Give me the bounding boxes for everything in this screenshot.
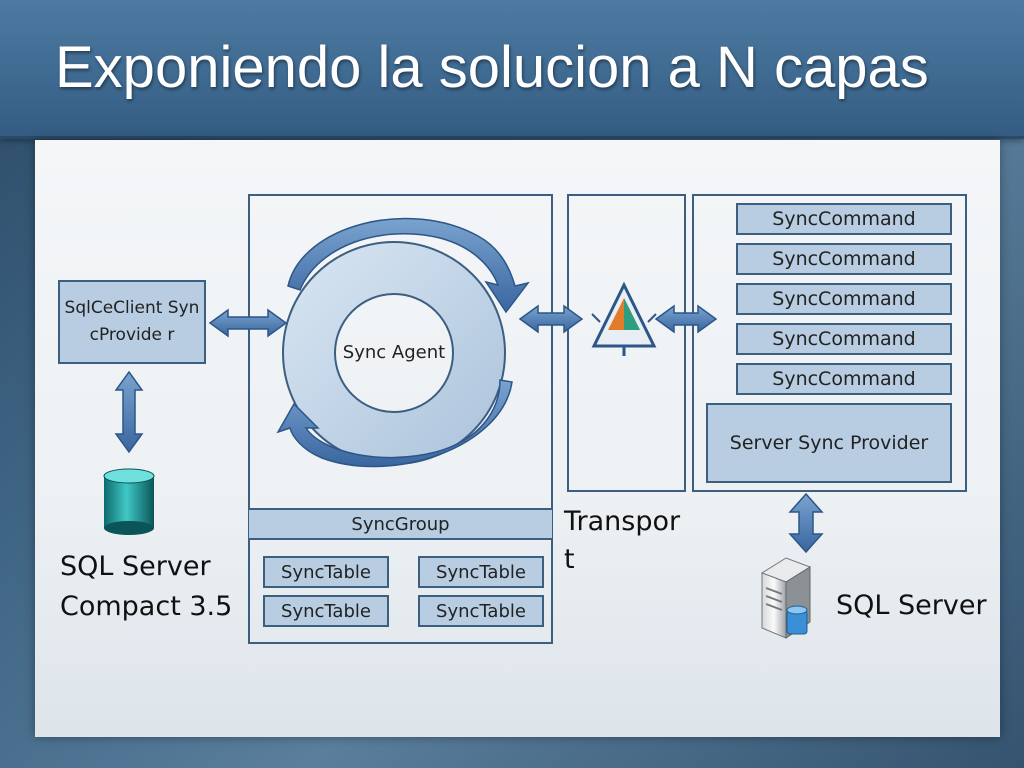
- sync-group-bar: SyncGroup: [249, 508, 552, 540]
- sync-table-label: SyncTable: [436, 600, 526, 622]
- client-sync-provider-label: SqlCeClient SyncProvide r: [64, 298, 200, 345]
- sync-agent-label: Sync Agent: [342, 342, 446, 363]
- sync-table-label: SyncTable: [436, 561, 526, 583]
- sync-table-box: SyncTable: [263, 595, 389, 627]
- client-db-label: SQL Server Compact 3.5: [60, 547, 232, 627]
- client-db-label-line2: Compact 3.5: [60, 591, 233, 622]
- curved-arrow-bottom-icon: [276, 379, 513, 468]
- sync-command-box: SyncCommand: [736, 243, 952, 275]
- sync-table-box: SyncTable: [418, 556, 544, 588]
- sync-table-label: SyncTable: [281, 600, 371, 622]
- double-arrow-agent-transport-icon: [518, 304, 584, 334]
- cylinder-database-icon: [103, 468, 155, 535]
- sync-agent-ring: [282, 241, 506, 465]
- server-db-label: SQL Server: [836, 590, 987, 621]
- double-arrow-provider-agent-icon: [208, 308, 288, 338]
- sync-command-label: SyncCommand: [772, 328, 916, 350]
- sync-command-box: SyncCommand: [736, 323, 952, 355]
- sync-group-label: SyncGroup: [351, 513, 450, 535]
- slide-title: Exponiendo la solucion a N capas: [55, 35, 929, 100]
- sync-command-label: SyncCommand: [772, 248, 916, 270]
- sync-table-label: SyncTable: [281, 561, 371, 583]
- sync-command-label: SyncCommand: [772, 368, 916, 390]
- double-arrow-transport-server-icon: [654, 304, 718, 334]
- transport-container: [567, 194, 686, 492]
- server-tower-icon: [760, 557, 812, 639]
- sync-table-box: SyncTable: [263, 556, 389, 588]
- sync-agent-container: [248, 194, 553, 644]
- title-bar: Exponiendo la solucion a N capas: [0, 0, 1024, 139]
- server-container: [692, 194, 967, 492]
- client-sync-provider-box: SqlCeClient SyncProvide r: [58, 280, 206, 364]
- double-arrow-server-db-icon: [788, 492, 824, 554]
- transport-label-line1: Transpor: [564, 506, 681, 537]
- transport-label: Transpor t: [564, 503, 680, 579]
- sync-command-box: SyncCommand: [736, 363, 952, 395]
- sync-command-label: SyncCommand: [772, 208, 916, 230]
- curved-arrow-top-icon: [287, 217, 530, 314]
- sync-command-box: SyncCommand: [736, 283, 952, 315]
- sync-table-box: SyncTable: [418, 595, 544, 627]
- double-arrow-provider-db-icon: [114, 370, 144, 454]
- transport-label-line2: t: [564, 544, 575, 575]
- client-db-label-line1: SQL Server: [60, 551, 211, 582]
- server-sync-provider-box: Server Sync Provider: [706, 403, 952, 483]
- server-sync-provider-label: Server Sync Provider: [729, 432, 929, 454]
- sync-command-box: SyncCommand: [736, 203, 952, 235]
- sync-command-label: SyncCommand: [772, 288, 916, 310]
- transport-triangle-icon: [591, 281, 657, 356]
